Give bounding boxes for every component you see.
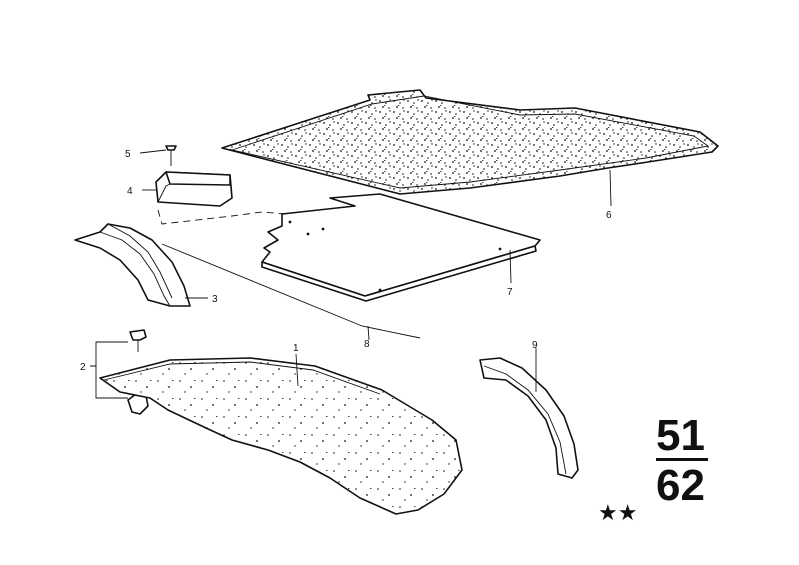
part-5-screw — [165, 145, 177, 166]
section-numerator: 51 — [656, 411, 705, 460]
star-marks: ★★ — [598, 501, 637, 526]
part-4-storage-box — [155, 171, 233, 207]
callout-3: 3 — [212, 294, 218, 305]
part-3-wheel-arch-left — [74, 223, 191, 307]
leader-lines — [90, 149, 612, 399]
part-2-clip-top — [129, 329, 147, 352]
callout-4: 4 — [127, 186, 133, 197]
part-9-wheel-arch-right — [479, 357, 579, 479]
section-number: 51 62 ★★ — [598, 411, 708, 526]
callout-5: 5 — [125, 149, 131, 160]
callout-8: 8 — [364, 339, 370, 350]
part-6-trunk-carpet — [221, 89, 719, 195]
section-divider — [656, 458, 708, 461]
callout-7: 7 — [507, 287, 513, 298]
section-denominator: 62 — [656, 461, 705, 510]
callout-2: 2 — [80, 362, 86, 373]
part-1-rear-trim — [99, 357, 463, 515]
part-7-floor-board — [261, 193, 541, 302]
callout-9: 9 — [532, 340, 538, 351]
callout-1: 1 — [293, 343, 299, 354]
callout-labels: 5 4 6 7 3 8 1 9 2 — [80, 149, 612, 373]
callout-6: 6 — [606, 210, 612, 221]
